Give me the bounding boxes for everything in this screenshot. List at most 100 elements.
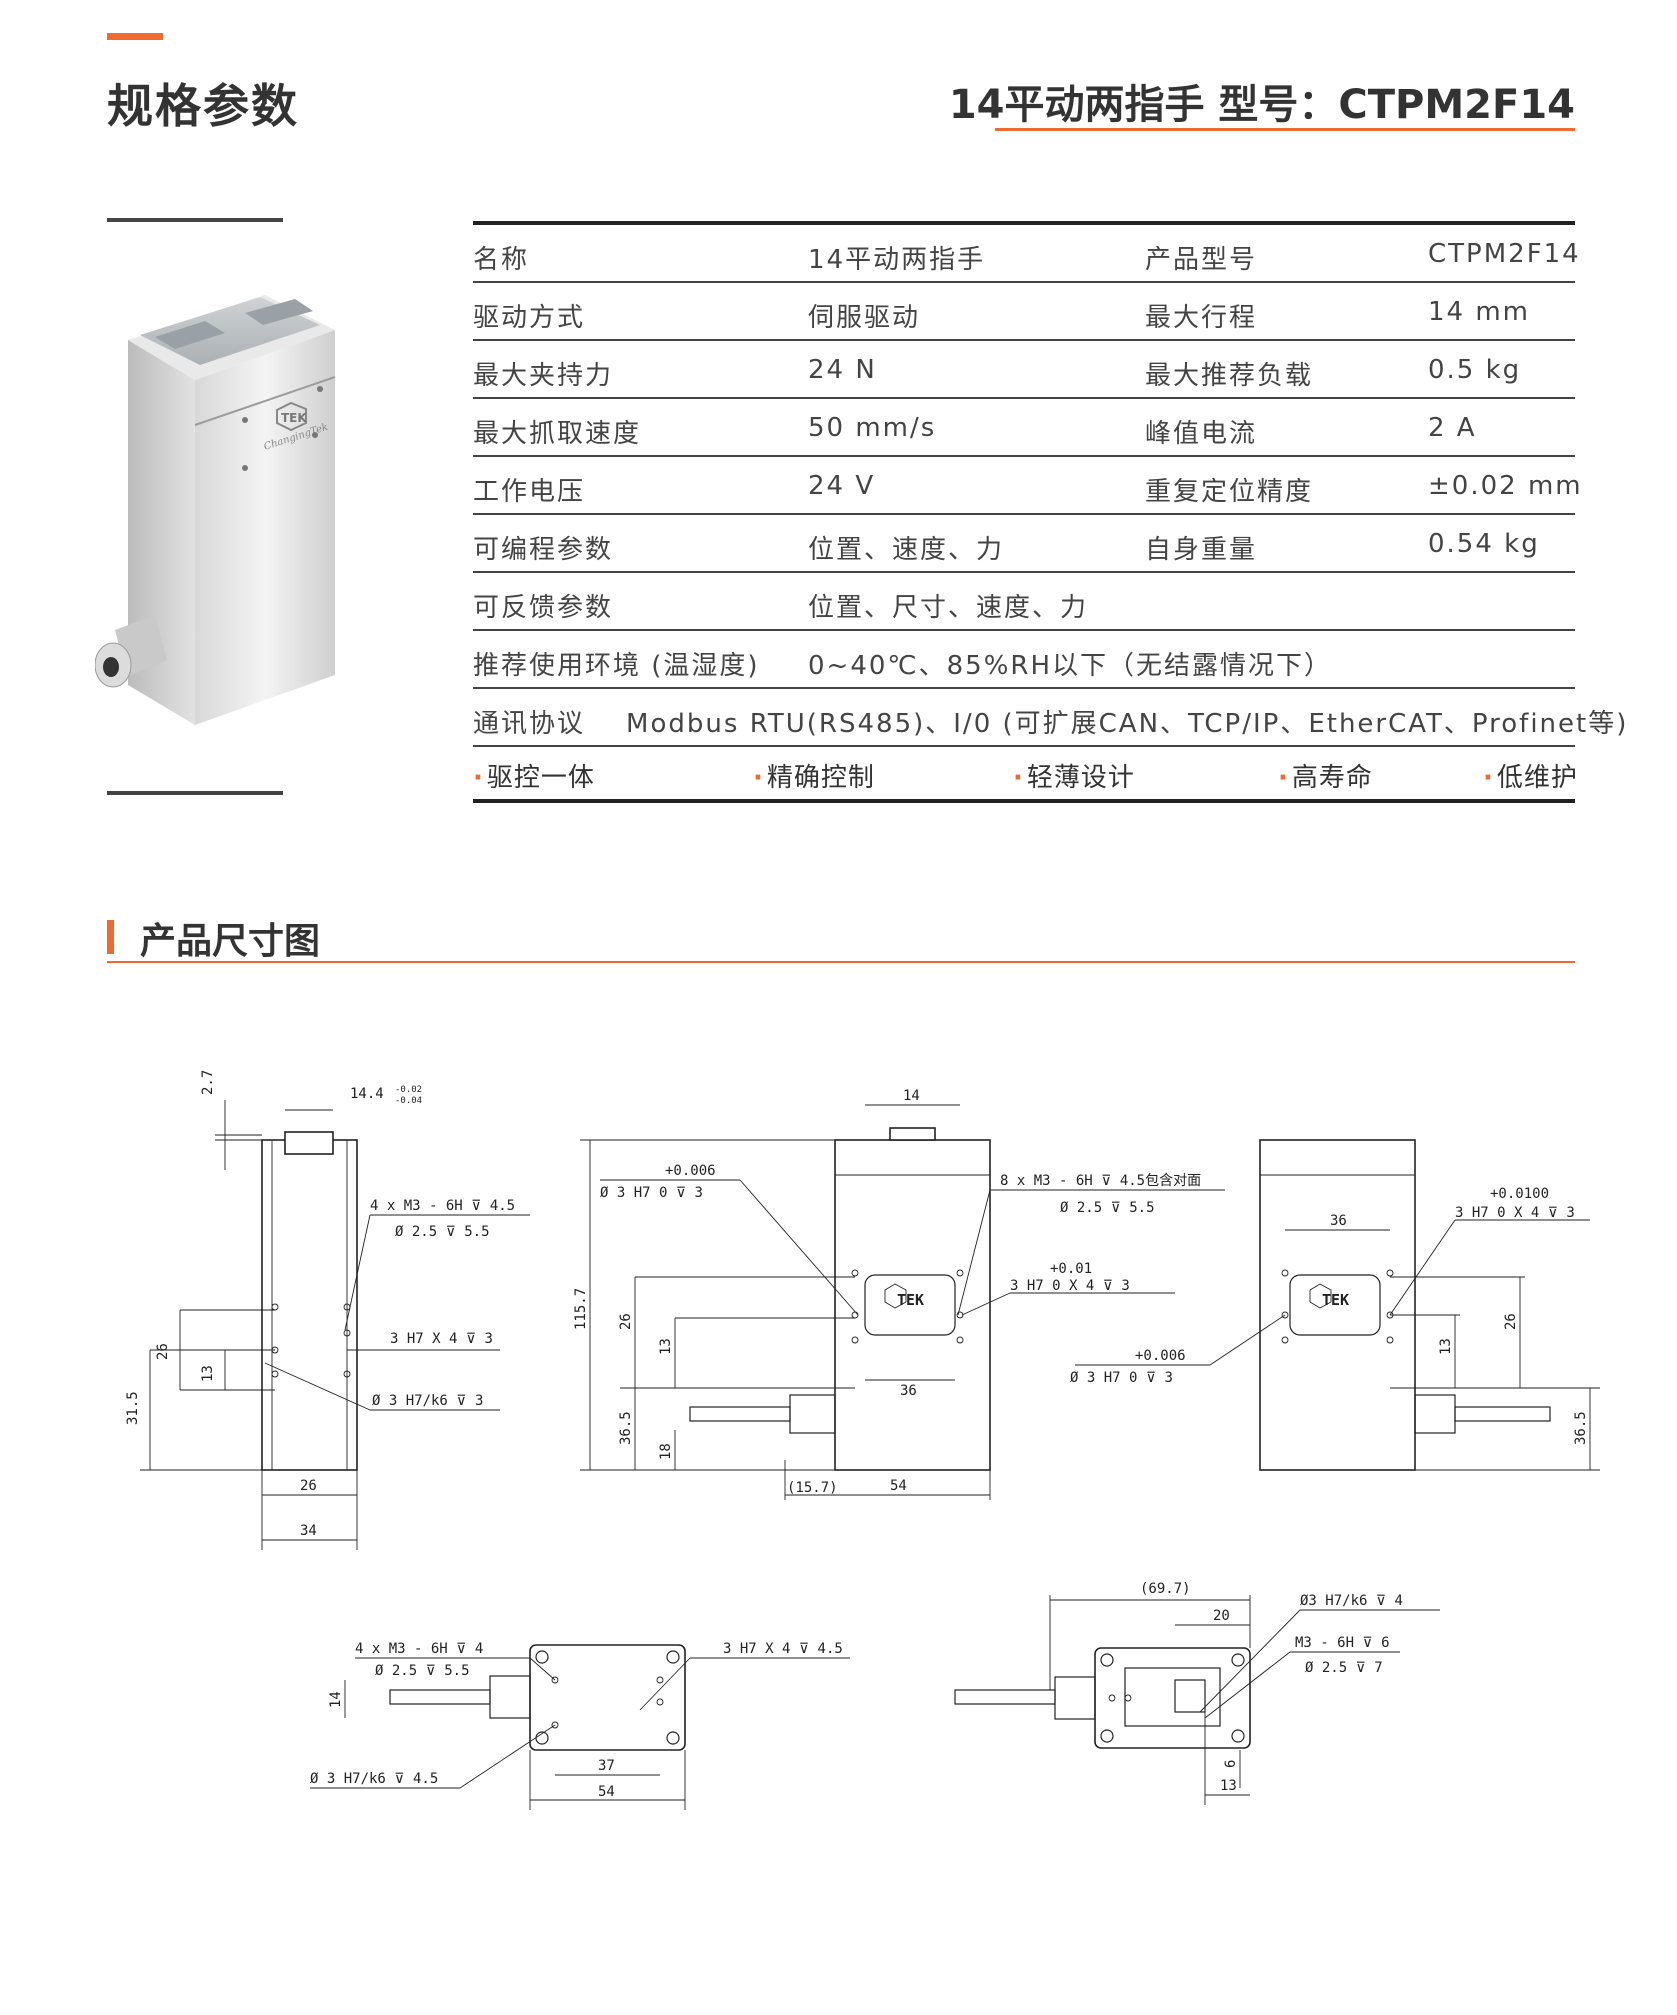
section-accent-bar [107,920,114,954]
spec-label: 驱动方式 [473,303,586,333]
thread-spec: M3 - 6H ⊽ 6 [1295,1635,1390,1651]
spec-value: 2 A [1428,413,1477,443]
dim-label: 6 [1223,1760,1239,1768]
spec-value: 位置、速度、力 [808,535,1005,565]
spec-label: 峰值电流 [1145,419,1258,449]
thread-spec: Ø 2.5 ⊽ 5.5 [375,1663,470,1679]
dim-label: 36 [1330,1213,1347,1229]
dim-label: 20 [1213,1608,1230,1624]
dim-label: 36.5 [1573,1411,1589,1445]
dim-label: 34 [300,1523,317,1539]
back-view: TEK 36 +0.0100 3 H7 0 X 4 ⊽ 3 26 13 36.5… [1070,1139,1600,1471]
spec-value: 0.5 kg [1428,355,1522,385]
spec-label: 最大抓取速度 [473,419,642,449]
title-underline [995,128,1575,131]
protocol-text: 通讯协议 Modbus RTU(RS485)、I/0 (可扩展CAN、TCP/I… [473,709,1629,739]
spec-row: 推荐使用环境 (温湿度) 0~40℃、85%RH以下（无结露情况下） [473,631,1575,689]
spec-label: 推荐使用环境 (温湿度) [473,651,760,681]
dim-tolerance: -0.02 [395,1085,422,1095]
dim-label: (15.7) [787,1480,838,1496]
hole-spec: Ø 3 H7 0 ⊽ 3 [1070,1370,1173,1386]
dim-label: (69.7) [1140,1581,1191,1597]
dim-label: 36.5 [618,1411,634,1445]
section-rule [107,961,1575,963]
spec-value: 位置、尺寸、速度、力 [808,593,1089,623]
feature-label: 轻薄设计 [1026,763,1135,793]
spec-label: 自身重量 [1145,535,1258,565]
features-row: ·驱控一体 ·精确控制 ·轻薄设计 ·高寿命 ·低维护 [473,747,1578,803]
spec-table: 名称 14平动两指手 产品型号 CTPM2F14 驱动方式 伺服驱动 最大行程 … [473,221,1626,803]
front-view: 14 115.7 TEK +0.006 Ø 3 H7 0 ⊽ 3 8 x M3 … [573,1088,1225,1500]
dim-label: 13 [1220,1778,1237,1794]
pin-spec: Ø 3 H7/k6 ⊽ 3 [372,1393,483,1409]
product-title: 14平动两指手 型号：CTPM2F14 [948,82,1575,128]
tolerance: +0.0100 [1490,1186,1549,1202]
dim-label: 14 [903,1088,920,1104]
tolerance: +0.01 [1050,1261,1092,1277]
dimension-drawing: 2.7 14.4 -0.02 -0.04 4 x M3 - 6H ⊽ 4.5 Ø… [125,1070,1600,1810]
pin-spec: 3 H7 X 4 ⊽ 4.5 [723,1641,843,1657]
thread-spec: 4 x M3 - 6H ⊽ 4 [355,1641,483,1657]
dim-label: 36 [900,1383,917,1399]
spec-label: 重复定位精度 [1145,477,1314,507]
header-accent-bar [107,33,163,40]
dim-label: 14.4 [350,1086,384,1102]
section-title: 产品尺寸图 [140,921,321,962]
spec-value: 14平动两指手 [808,245,986,275]
drawing-logo: TEK [897,1291,924,1309]
dim-label: 26 [618,1313,634,1330]
dim-label: 14 [328,1691,344,1708]
tolerance: +0.006 [1135,1348,1186,1364]
page-title: 规格参数 [107,79,299,133]
dim-label: 26 [155,1343,171,1360]
spec-label: 工作电压 [473,477,586,507]
spec-value: ±0.02 mm [1428,471,1583,501]
thread-spec: 8 x M3 - 6H ⊽ 4.5包含对面 [1000,1173,1201,1189]
feature-label: 精确控制 [766,763,875,793]
dim-tolerance: -0.04 [395,1096,422,1106]
thread-spec: 4 x M3 - 6H ⊽ 4.5 [370,1198,515,1214]
protocol-row: 通讯协议 Modbus RTU(RS485)、I/0 (可扩展CAN、TCP/I… [473,689,1626,747]
dim-label: 54 [598,1784,615,1800]
top-view: (69.7) 20 Ø3 H7/k6 ⊽ 4 M3 - 6H ⊽ 6 Ø 2.5… [954,1581,1440,1805]
spec-row: 名称 14平动两指手 产品型号 CTPM2F14 [473,225,1579,283]
spec-label: 可反馈参数 [473,593,614,623]
dim-label: 18 [658,1443,674,1460]
thread-spec: Ø 2.5 ⊽ 5.5 [395,1224,490,1240]
pin-spec: Ø3 H7/k6 ⊽ 4 [1300,1593,1403,1609]
hole-spec: Ø 3 H7 0 ⊽ 3 [600,1185,703,1201]
feature-item: ·轻薄设计 [1013,763,1135,793]
tolerance: +0.006 [665,1163,716,1179]
pin-spec: Ø 3 H7/k6 ⊽ 4.5 [310,1771,438,1787]
hole-spec: 3 H7 0 X 4 ⊽ 3 [1455,1205,1575,1221]
pin-spec: 3 H7 X 4 ⊽ 3 [390,1331,493,1347]
dim-label: 26 [300,1478,317,1494]
spec-label: 产品型号 [1145,245,1258,275]
spec-value: 24 N [808,355,877,385]
spec-label: 名称 [473,245,530,275]
feature-item: ·低维护 [1483,763,1578,793]
spec-value: 0~40℃、85%RH以下（无结露情况下） [808,651,1333,681]
spec-row: 可编程参数 位置、速度、力 自身重量 0.54 kg [473,515,1575,573]
feature-label: 低维护 [1496,763,1578,793]
spec-row: 工作电压 24 V 重复定位精度 ±0.02 mm [473,457,1581,515]
image-top-rule [107,218,283,222]
dim-label: 13 [200,1365,216,1382]
spec-value: 50 mm/s [808,413,937,443]
gripper-product-image: TEK ChangingTek [95,295,336,725]
spec-label: 最大夹持力 [473,361,614,391]
dim-label: 31.5 [125,1391,141,1425]
bottom-view: 4 x M3 - 6H ⊽ 4 Ø 2.5 ⊽ 5.5 14 3 H7 X 4 … [310,1641,850,1810]
spec-row: 驱动方式 伺服驱动 最大行程 14 mm [473,283,1575,341]
feature-item: ·精确控制 [753,763,875,793]
hole-spec: 3 H7 0 X 4 ⊽ 3 [1010,1278,1130,1294]
spec-row: 最大抓取速度 50 mm/s 峰值电流 2 A [473,399,1575,457]
dim-label: 26 [1503,1313,1519,1330]
spec-value: 伺服驱动 [808,303,921,333]
spec-label: 可编程参数 [473,535,614,565]
dim-label: 13 [1438,1338,1454,1355]
feature-label: 驱控一体 [486,763,595,793]
feature-label: 高寿命 [1291,763,1373,793]
spec-label: 最大推荐负载 [1145,361,1314,391]
spec-value: 14 mm [1428,297,1531,327]
